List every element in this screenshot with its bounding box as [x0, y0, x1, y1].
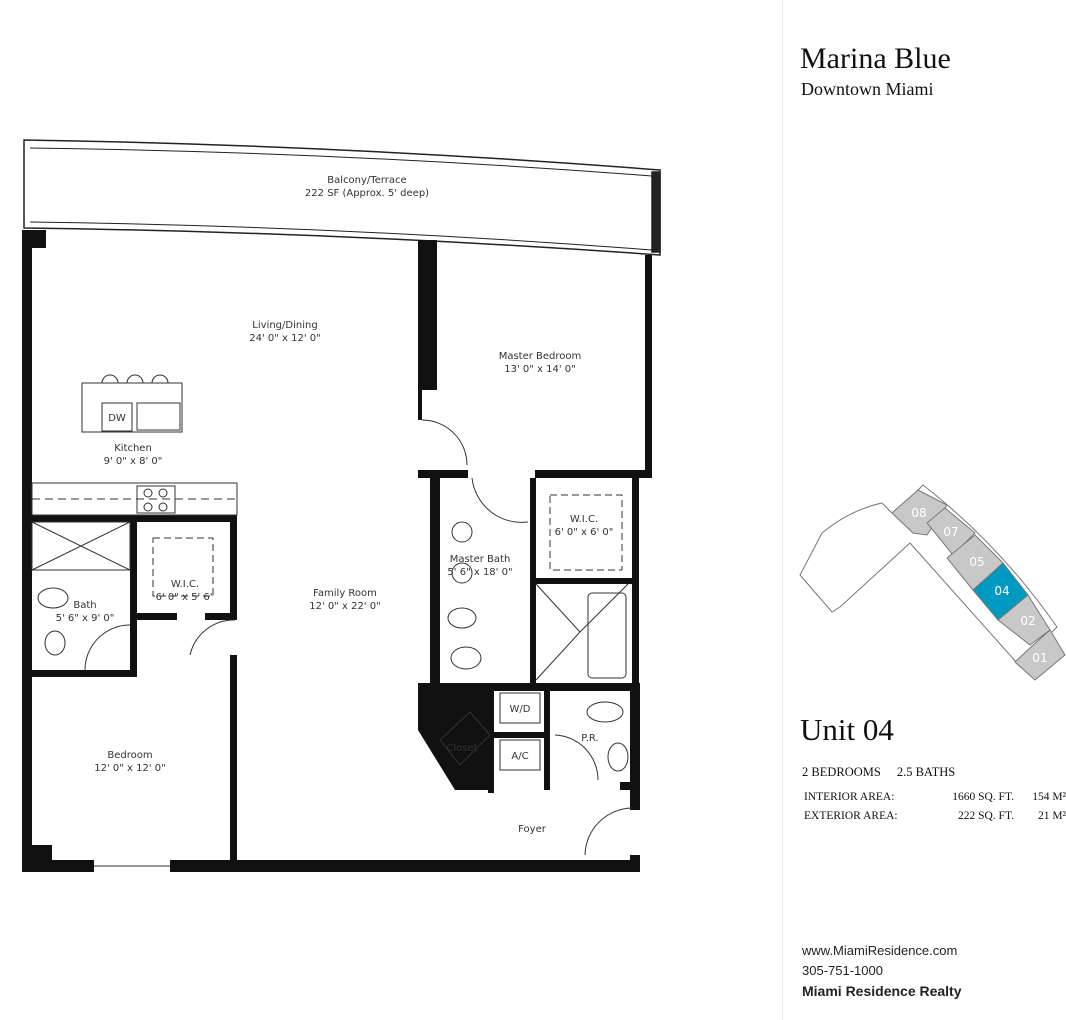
svg-text:Family Room: Family Room [313, 588, 377, 599]
svg-text:24' 0" x 12' 0": 24' 0" x 12' 0" [249, 333, 321, 344]
building-location: Downtown Miami [801, 79, 934, 99]
balcony-size: 222 SF (Approx. 5' deep) [305, 188, 429, 199]
walls [22, 230, 652, 872]
building-title: Marina Blue [800, 42, 951, 75]
svg-text:Master Bedroom: Master Bedroom [499, 351, 582, 362]
svg-text:P.R.: P.R. [581, 733, 598, 744]
svg-text:12' 0" x 22' 0": 12' 0" x 22' 0" [309, 601, 381, 612]
svg-text:6' 0" x 5' 6": 6' 0" x 5' 6" [156, 592, 215, 603]
svg-text:9' 0" x 8' 0": 9' 0" x 8' 0" [104, 456, 163, 467]
svg-text:A/C: A/C [511, 751, 528, 762]
svg-text:Closet: Closet [446, 743, 477, 754]
phone-number: 305-751-1000 [802, 963, 883, 978]
unit-04-selected [972, 562, 1029, 621]
dw-label: DW [108, 413, 126, 424]
unit-08 [891, 489, 948, 536]
bedrooms: 2 BEDROOMS [802, 765, 881, 779]
svg-text:02: 02 [1020, 614, 1035, 628]
fixtures [31, 374, 633, 867]
divider [782, 0, 783, 1020]
company-name: Miami Residence Realty [802, 983, 962, 999]
svg-text:07: 07 [943, 525, 958, 539]
svg-text:12' 0" x 12' 0": 12' 0" x 12' 0" [94, 763, 166, 774]
svg-text:Foyer: Foyer [518, 824, 547, 835]
svg-text:13' 0" x 14' 0": 13' 0" x 14' 0" [504, 364, 576, 375]
unit-title: Unit 04 [800, 712, 894, 747]
unit-05 [946, 534, 1004, 591]
svg-text:Bath: Bath [73, 600, 96, 611]
baths: 2.5 BATHS [896, 765, 956, 779]
unit-07 [926, 507, 976, 556]
svg-text:Living/Dining: Living/Dining [252, 320, 317, 331]
svg-text:Bedroom: Bedroom [107, 750, 152, 761]
balcony [23, 139, 661, 256]
svg-text:Kitchen: Kitchen [114, 443, 152, 454]
svg-text:08: 08 [911, 506, 926, 520]
svg-text:W.I.C.: W.I.C. [171, 579, 199, 590]
balcony-name: Balcony/Terrace [327, 175, 406, 186]
svg-text:5' 6" x 9' 0": 5' 6" x 9' 0" [56, 613, 115, 624]
svg-text:01: 01 [1032, 651, 1047, 665]
website-link[interactable]: www.MiamiResidence.com [802, 943, 958, 958]
unit-rooms: 2 BEDROOMS 2.5 BATHS [802, 765, 971, 780]
svg-text:04: 04 [994, 584, 1009, 598]
svg-text:5' 6" x 18' 0": 5' 6" x 18' 0" [447, 567, 512, 578]
unit-01 [1014, 629, 1066, 681]
svg-text:05: 05 [969, 555, 984, 569]
svg-text:W.I.C.: W.I.C. [570, 514, 598, 525]
room-labels: Living/Dining 24' 0" x 12' 0" Master Bed… [56, 320, 614, 835]
svg-text:Master Bath: Master Bath [450, 554, 511, 565]
unit-02 [997, 594, 1051, 646]
svg-text:6' 0" x 6' 0": 6' 0" x 6' 0" [555, 527, 614, 538]
floor-plan: Balcony/Terrace 222 SF (Approx. 5' deep) [22, 139, 661, 872]
svg-text:W/D: W/D [510, 704, 531, 715]
